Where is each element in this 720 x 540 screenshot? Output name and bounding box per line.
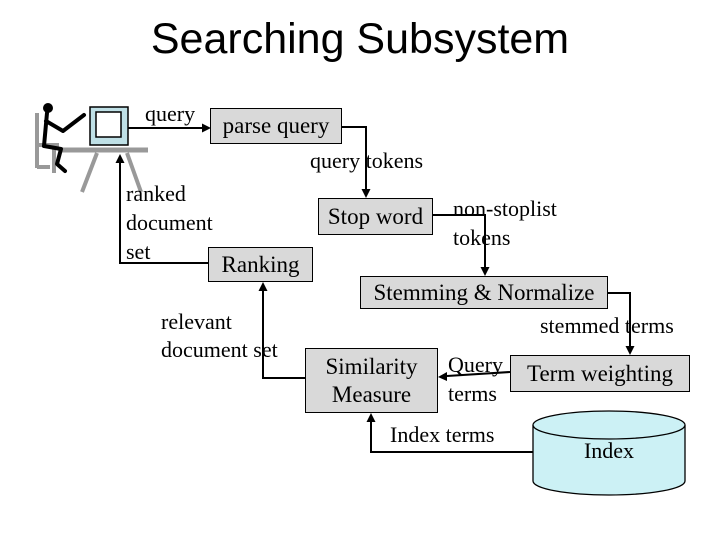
non-stoplist-tokens-line1: non-stoplist [453,196,557,221]
similarity-measure-box: Similarity Measure [305,348,438,413]
relevant-document-set-line2: document set [161,337,278,362]
person-icon [42,103,86,173]
similarity-measure-label-line1: Similarity [325,354,418,380]
user-at-desk-icon [35,103,148,193]
query-terms-label: Query terms [448,350,503,408]
index-terms-label: Index terms [390,422,495,447]
query-label: query [145,101,196,126]
ranking-label: Ranking [221,251,300,277]
monitor-icon [89,106,129,146]
stemmed-terms-label: stemmed terms [540,313,674,338]
term-weighting-label: Term weighting [527,360,673,386]
arrow-query-terms [438,371,511,381]
ranked-document-set-line3: set [126,239,151,264]
arrow-index-terms [366,413,533,453]
stemming-normalize-box: Stemming & Normalize [360,276,608,309]
ranked-document-set-line2: document [126,210,213,235]
arrow-ranked-document-set [115,154,208,264]
parse-query-box: parse query [210,108,342,144]
arrow-non-stoplist-tokens [433,214,490,276]
stemming-normalize-label: Stemming & Normalize [373,279,595,305]
query-terms-line1: Query [448,352,503,377]
query-tokens-label: query tokens [310,148,424,173]
arrow-query-tokens [342,126,371,198]
ranked-document-set-label: ranked document set [126,179,213,266]
ranking-box: Ranking [208,247,313,282]
desk-icon [62,147,148,193]
parse-query-label: parse query [222,113,330,139]
query-terms-line2: terms [448,381,497,406]
relevant-document-set-line1: relevant [161,309,232,334]
arrow-query [128,123,211,133]
slide-title: Searching Subsystem [150,15,570,63]
ranked-document-set-line1: ranked [126,181,186,206]
database-cylinder-icon [532,410,686,496]
term-weighting-box: Term weighting [510,355,690,392]
non-stoplist-tokens-line2: tokens [453,225,511,250]
chair-icon [35,113,59,173]
stop-word-label: Stop word [327,203,424,229]
stop-word-box: Stop word [318,198,433,235]
arrow-stemmed-terms [607,292,635,355]
index-database-label: Index [583,438,635,463]
arrow-relevant-document-set [258,282,305,379]
relevant-document-set-label: relevant document set [161,308,278,364]
similarity-measure-label-line2: Measure [331,381,412,407]
non-stoplist-tokens-label: non-stoplist tokens [453,194,557,252]
